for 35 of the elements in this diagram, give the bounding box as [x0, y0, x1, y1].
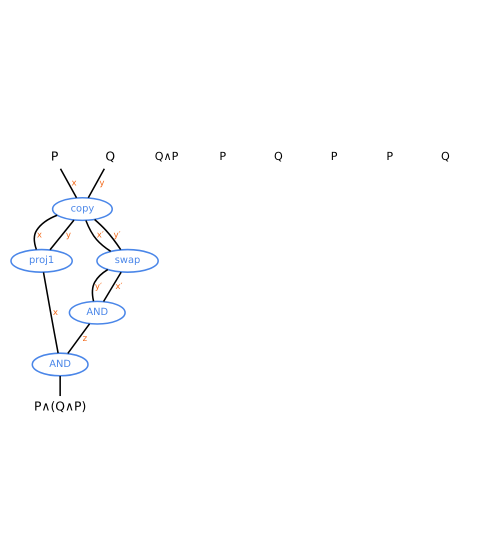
node-ellipse: proj1 [10, 248, 73, 272]
connector [60, 168, 78, 198]
edge-label: y′ [114, 230, 121, 240]
connector [102, 271, 122, 302]
edge-label: x [36, 230, 42, 240]
node-text: Q [105, 149, 116, 164]
edge-label: x [72, 178, 77, 188]
label: P [219, 150, 226, 163]
edge-label: x′ [96, 230, 104, 240]
connector [49, 219, 75, 250]
node-text: P∧(Q∧P) [34, 398, 86, 413]
edge-label: y [66, 230, 72, 240]
node-text: P [50, 149, 58, 164]
connector [92, 268, 108, 301]
label: Q [274, 150, 283, 163]
edge-label: z [82, 333, 88, 344]
connector [85, 220, 112, 252]
edge-label: x′ [115, 282, 122, 292]
node-ellipse: swap [96, 248, 159, 272]
connector [59, 376, 61, 396]
edge-label: y′ [94, 282, 102, 292]
label: Q [441, 150, 450, 163]
connector [94, 218, 122, 250]
edge-label: x [52, 307, 58, 318]
connector [88, 168, 106, 198]
node-ellipse: AND [32, 352, 89, 376]
node-ellipse: AND [68, 300, 126, 324]
connector [67, 322, 90, 354]
edge-label: y [99, 178, 104, 188]
connector [34, 214, 58, 250]
label: P [386, 150, 394, 163]
label: Q∧P [154, 150, 178, 163]
connector [42, 272, 59, 353]
label: P [330, 150, 338, 163]
node-ellipse: copy [52, 196, 113, 221]
